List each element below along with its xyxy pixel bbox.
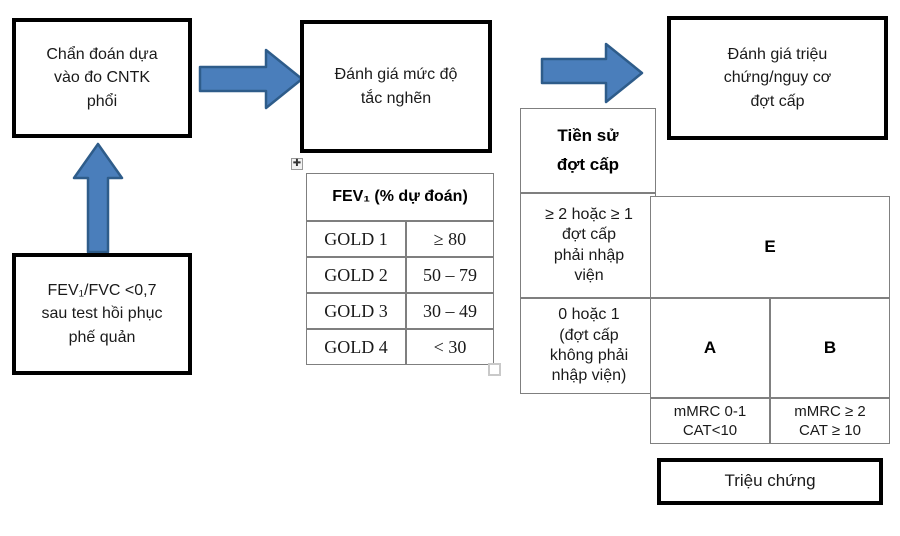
abe-cell-a: A	[650, 298, 770, 398]
table-cell-value: ≥ 80	[406, 221, 494, 257]
exacerbation-history-low-risk: 0 hoặc 1 (đợt cấp không phải nhập viện)	[520, 298, 656, 394]
box-obstruction-grade-label: Đánh giá mức độ tắc nghẽn	[334, 66, 458, 107]
table-cell-value: 30 – 49	[406, 293, 494, 329]
abe-criteria-b: mMRC ≥ 2 CAT ≥ 10	[770, 398, 890, 444]
exacerbation-history-high-risk: ≥ 2 hoặc ≥ 1 đợt cấp phải nhập viện	[520, 193, 656, 298]
abe-cell-e: E	[650, 196, 890, 298]
table-cell-grade: GOLD 4	[306, 329, 406, 365]
box-spirometry-criteria[interactable]: FEV₁/FVC <0,7 sau test hồi phục phế quản	[12, 253, 192, 375]
exacerbation-history-table[interactable]: Tiền sử đợt cấp ≥ 2 hoặc ≥ 1 đợt cấp phả…	[520, 108, 656, 394]
box-symptoms-footer-label: Triệu chứng	[724, 471, 816, 491]
abe-criteria-a: mMRC 0-1 CAT<10	[650, 398, 770, 444]
box-diagnosis-label: Chẩn đoán dựa vào đo CNTK phổi	[46, 46, 158, 110]
arrow-right-obstruction-to-symptoms-icon	[540, 42, 644, 104]
table-move-handle[interactable]: ✚	[291, 158, 303, 170]
table-cell-value: 50 – 79	[406, 257, 494, 293]
arrow-right-diagnosis-to-obstruction-icon	[198, 48, 304, 110]
table-cell-grade: GOLD 2	[306, 257, 406, 293]
box-symptom-risk[interactable]: Đánh giá triệu chứng/nguy cơ đợt cấp	[667, 16, 888, 140]
abe-cell-b: B	[770, 298, 890, 398]
box-symptom-risk-label: Đánh giá triệu chứng/nguy cơ đợt cấp	[723, 46, 832, 110]
box-symptoms-footer[interactable]: Triệu chứng	[657, 458, 883, 505]
box-obstruction-grade[interactable]: Đánh giá mức độ tắc nghẽn	[300, 20, 492, 153]
box-diagnosis[interactable]: Chẩn đoán dựa vào đo CNTK phổi	[12, 18, 192, 138]
table-cell-value: < 30	[406, 329, 494, 365]
fev1-table-header: FEV₁ (% dự đoán)	[306, 173, 494, 221]
fev1-table[interactable]: FEV₁ (% dự đoán) GOLD 1 ≥ 80 GOLD 2 50 –…	[306, 173, 494, 365]
table-cell-grade: GOLD 1	[306, 221, 406, 257]
exacerbation-history-header: Tiền sử đợt cấp	[520, 108, 656, 193]
table-cell-grade: GOLD 3	[306, 293, 406, 329]
abe-group-grid[interactable]: E A B mMRC 0-1 CAT<10 mMRC ≥ 2 CAT ≥ 10	[650, 196, 890, 444]
arrow-up-icon	[72, 142, 124, 254]
table-resize-handle[interactable]	[488, 363, 501, 376]
box-spirometry-criteria-label: FEV₁/FVC <0,7 sau test hồi phục phế quản	[41, 282, 163, 346]
